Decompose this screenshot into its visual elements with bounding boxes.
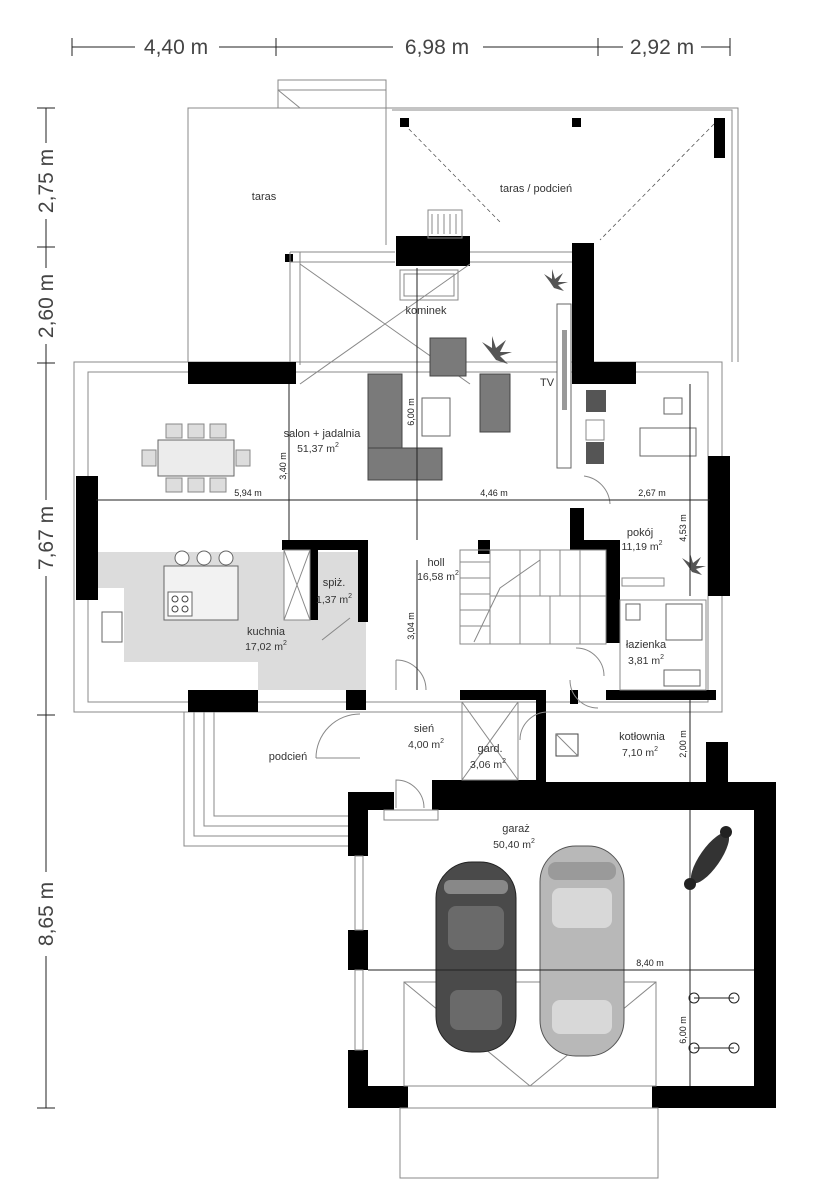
spiz-label: spiż. <box>323 577 346 589</box>
spiz-area-sup: 2 <box>348 593 352 600</box>
dim-340: 3,40 m <box>278 452 288 480</box>
motorcycle-icon <box>684 826 732 890</box>
svg-text:51,37 m2: 51,37 m2 <box>297 442 339 455</box>
top-dim-3: 2,92 m <box>630 36 694 59</box>
svg-text:11,19 m2: 11,19 m2 <box>621 540 662 553</box>
gard-area: 3,06 m <box>470 759 502 771</box>
kitchen-furniture <box>101 549 311 643</box>
garaz-area-sup: 2 <box>531 838 535 845</box>
dim-453: 4,53 m <box>678 514 688 542</box>
sien-area: 4,00 m <box>408 739 440 751</box>
fireplace <box>299 209 471 385</box>
sien-area-sup: 2 <box>440 738 444 745</box>
room-labels: taras taras / podcień kominek TV salon +… <box>245 183 667 851</box>
pokoj-area-sup: 2 <box>659 540 663 547</box>
inner-dimension-lines <box>96 268 754 1086</box>
kuchnia-label: kuchnia <box>247 626 286 638</box>
lazienka-label: łazienka <box>626 639 667 651</box>
plant-icon-3 <box>682 553 706 575</box>
svg-text:17,02 m2: 17,02 m2 <box>245 640 287 653</box>
left-dimension-line: 2,75 m 2,60 m 7,67 m 8,65 m <box>33 107 59 1109</box>
inner-dimension-labels: 5,94 m 4,46 m 2,67 m 3,40 m 6,00 m 4,53 … <box>234 398 688 1044</box>
dim-600-salon: 6,00 m <box>406 398 416 426</box>
dim-594: 5,94 m <box>234 488 262 498</box>
dim-304: 3,04 m <box>406 612 416 640</box>
svg-text:50,40 m2: 50,40 m2 <box>493 838 535 851</box>
svg-text:4,00 m2: 4,00 m2 <box>408 738 444 751</box>
kominek-label: kominek <box>406 305 447 317</box>
plant-icon <box>482 336 512 364</box>
left-dim-2: 2,60 m <box>35 274 58 338</box>
wardrobe-and-boiler <box>461 701 579 781</box>
dining-set <box>141 423 251 493</box>
dim-267: 2,67 m <box>638 488 666 498</box>
taras-podcien-label: taras / podcień <box>500 183 572 195</box>
kotlownia-area: 7,10 m <box>622 747 654 759</box>
top-dim-2: 6,98 m <box>405 36 469 59</box>
dim-840: 8,40 m <box>636 958 664 968</box>
taras-label: taras <box>252 191 277 203</box>
gard-area-sup: 2 <box>502 758 506 765</box>
sien-label: sień <box>414 723 434 735</box>
salon-label: salon + jadalnia <box>284 428 362 440</box>
dim-600-garaz: 6,00 m <box>678 1016 688 1044</box>
svg-text:3,06 m2: 3,06 m2 <box>470 758 506 771</box>
pokoj-label: pokój <box>627 527 653 539</box>
kotlownia-label: kotłownia <box>619 731 666 743</box>
left-dim-1: 2,75 m <box>35 149 58 213</box>
holl-area: 16,58 m <box>417 571 455 583</box>
salon-area: 51,37 m <box>297 443 335 455</box>
tv-label: TV <box>540 377 555 389</box>
garaz-label: garaż <box>502 823 530 835</box>
garage-walls <box>348 782 776 1179</box>
room-furniture <box>585 390 706 587</box>
lazienka-area: 3,81 m <box>628 655 660 667</box>
svg-text:3,81 m2: 3,81 m2 <box>628 654 664 667</box>
living-room-furniture <box>367 269 572 481</box>
salon-area-sup: 2 <box>335 442 339 449</box>
top-dim-1: 4,40 m <box>144 36 208 59</box>
svg-text:7,10 m2: 7,10 m2 <box>622 746 658 759</box>
left-dim-4: 8,65 m <box>35 882 58 946</box>
lazienka-area-sup: 2 <box>660 654 664 661</box>
gard-label: gard. <box>477 743 502 755</box>
kotlownia-area-sup: 2 <box>654 746 658 753</box>
top-dimension-line: 4,40 m 6,98 m 2,92 m <box>71 34 731 60</box>
car-light <box>539 845 625 1057</box>
kuchnia-area: 17,02 m <box>245 641 283 653</box>
staircase <box>459 549 607 645</box>
front-porch <box>183 712 439 847</box>
plant-icon-2 <box>544 269 568 291</box>
svg-text:1,37 m2: 1,37 m2 <box>316 593 352 606</box>
bathroom-fixtures <box>619 599 707 691</box>
dining-table <box>157 439 235 477</box>
holl-label: holl <box>427 557 444 569</box>
spiz-area: 1,37 m <box>316 594 348 606</box>
walls <box>76 236 730 792</box>
terrace-area <box>187 79 739 362</box>
dim-446: 4,46 m <box>480 488 508 498</box>
bicycle-icon <box>688 992 740 1054</box>
podcien-label: podcień <box>269 751 308 763</box>
kuchnia-area-sup: 2 <box>283 640 287 647</box>
garaz-area: 50,40 m <box>493 839 531 851</box>
svg-text:16,58 m2: 16,58 m2 <box>417 570 459 583</box>
holl-area-sup: 2 <box>455 570 459 577</box>
dim-200: 2,00 m <box>678 730 688 758</box>
car-dark <box>435 861 517 1053</box>
left-dim-3: 7,67 m <box>35 506 58 570</box>
pokoj-area: 11,19 m <box>621 541 658 553</box>
garage-vehicles <box>403 826 740 1087</box>
